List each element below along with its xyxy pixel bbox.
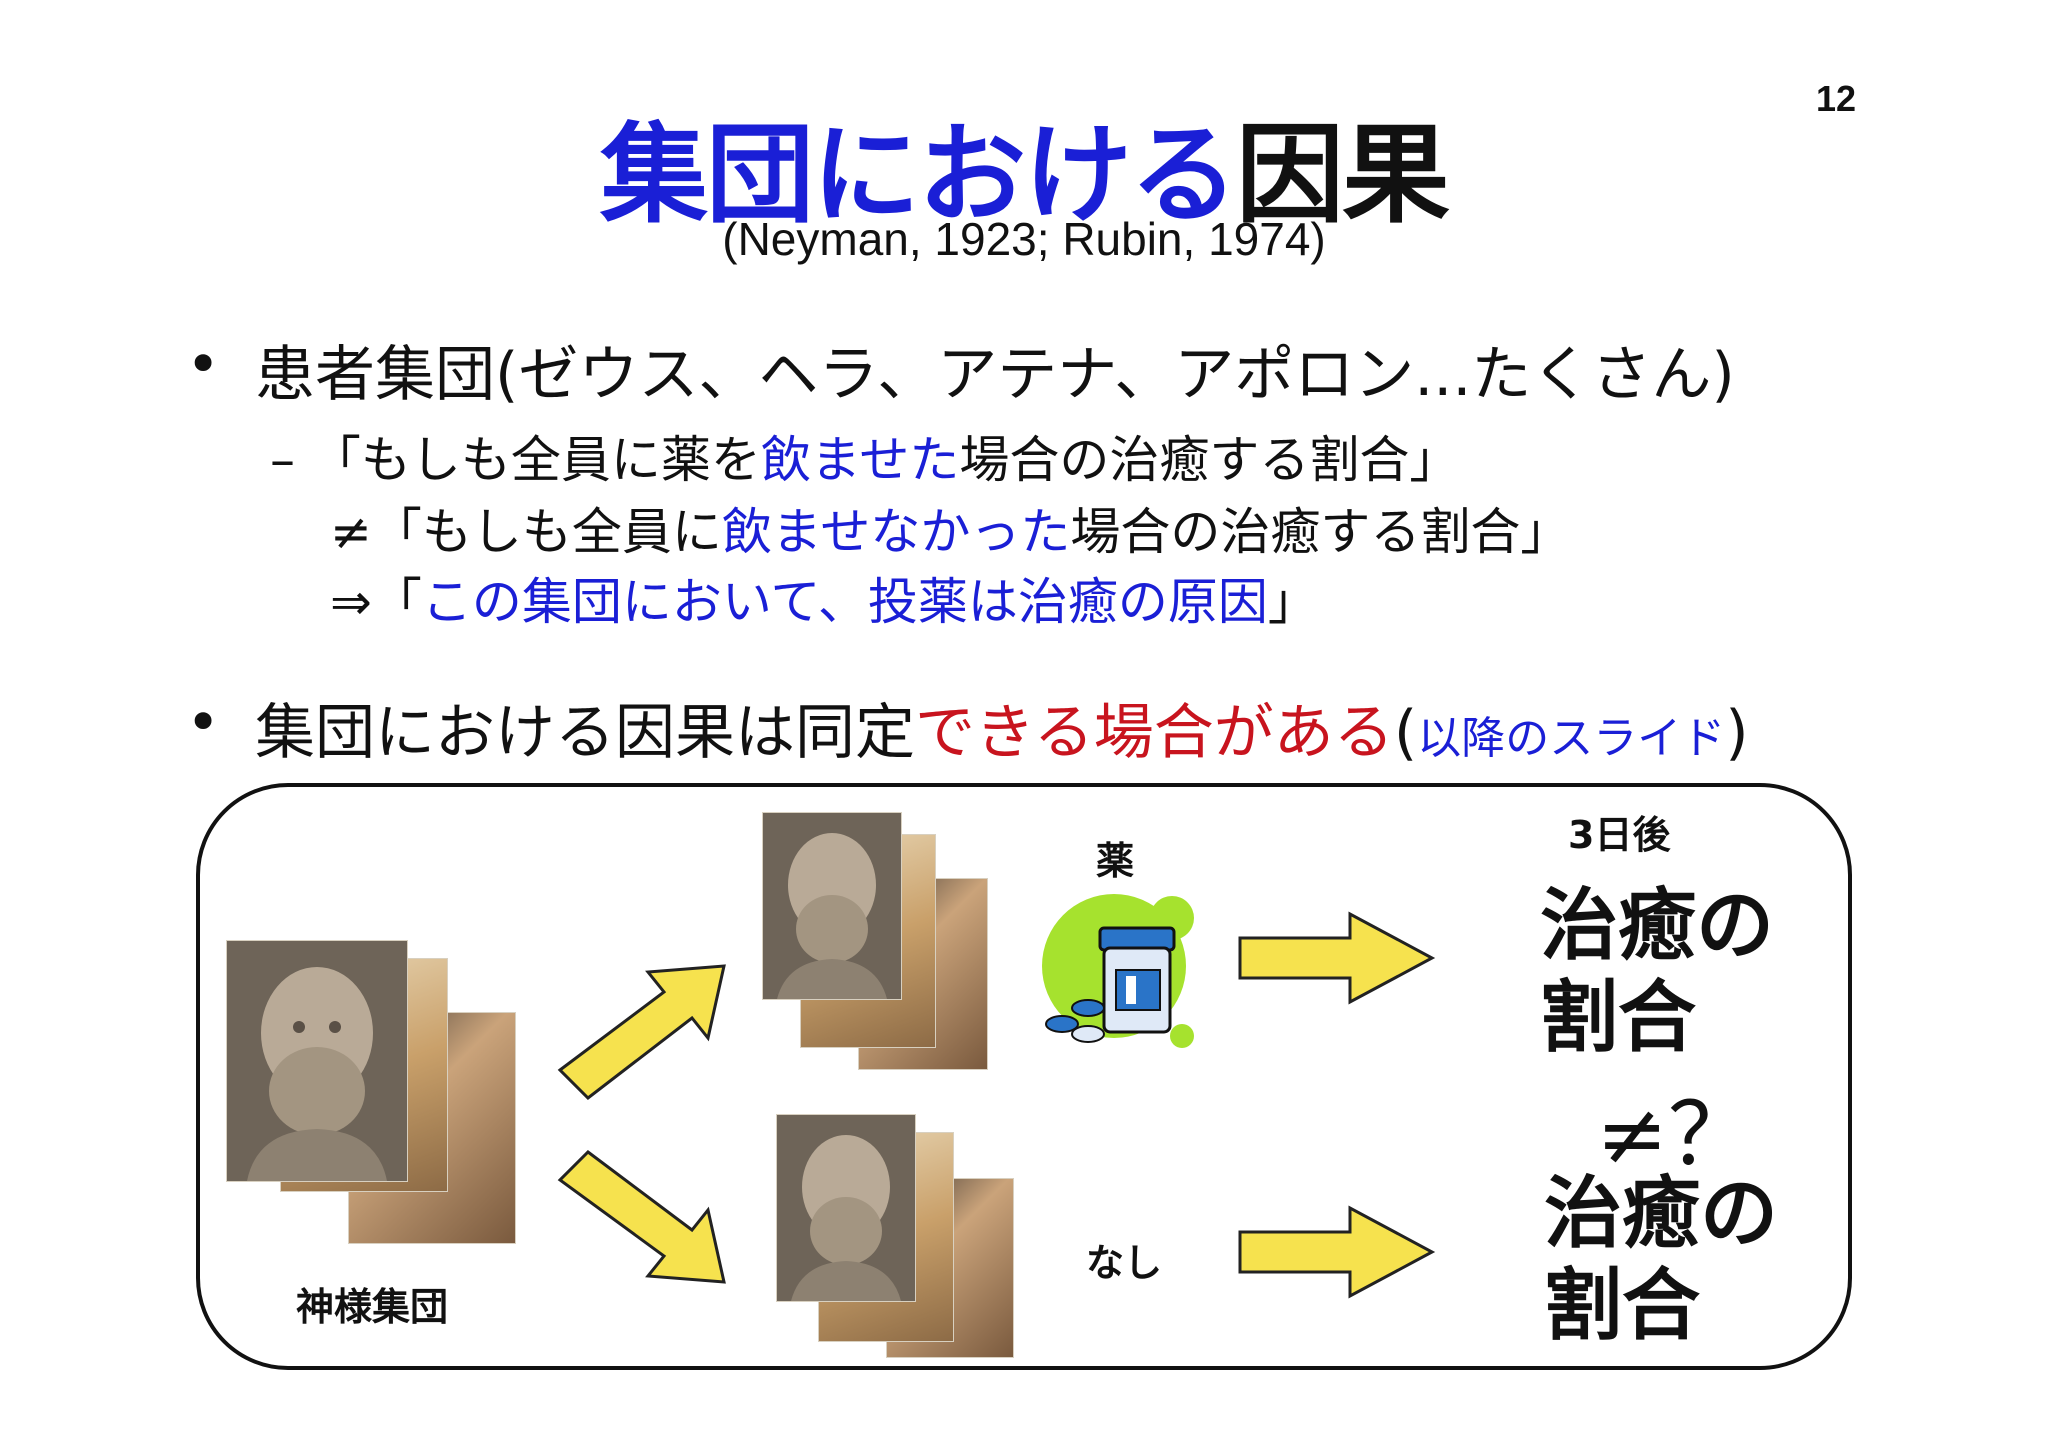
- sub-text: – 「もしも全員に薬を: [270, 431, 761, 489]
- sub-bullet-conclusion: ⇒「この集団において、投薬は治癒の原因」: [330, 562, 1318, 634]
- slide-title: 集団における因果: [0, 88, 2048, 244]
- medicine-bottle-icon: [1042, 894, 1194, 1048]
- outcome-line: 治癒の: [1540, 881, 1775, 971]
- sub-bullet-treated: – 「もしも全員に薬を飲ませた場合の治癒する割合」: [270, 420, 1459, 492]
- paren-close: ): [1725, 698, 1749, 768]
- outcome-untreated: 治癒の 割合: [1544, 1168, 1778, 1352]
- sub-text: ≠「もしも全員に: [330, 503, 722, 561]
- outcome-treated: 治癒の 割合: [1540, 880, 1774, 1064]
- bullet-marker: •: [186, 330, 221, 398]
- title-part-blue: 集団における: [599, 113, 1238, 238]
- sub-text: ⇒「: [330, 573, 422, 631]
- bullet-text-identification: 集団における因果は同定できる場合がある(以降のスライド): [255, 684, 1749, 771]
- zeus-statue-photo: [762, 812, 902, 1000]
- sub-text: 場合の治癒する割合」: [959, 431, 1460, 489]
- bullet2-red-text: できる場合がある: [915, 698, 1394, 768]
- page-number: 12: [1816, 78, 1857, 119]
- sub-highlight: この集団において、投薬は治癒の原因: [421, 573, 1268, 631]
- zeus-statue-photo: [226, 940, 408, 1182]
- arrow-right-icon: [1238, 1205, 1436, 1299]
- zeus-statue-photo: [776, 1114, 916, 1302]
- medicine-label: 薬: [1096, 839, 1135, 883]
- no-medicine-label: なし: [1086, 1241, 1163, 1285]
- group-label: 神様集団: [296, 1285, 449, 1329]
- outcome-line: 治癒の: [1544, 1169, 1779, 1259]
- arrow-right-icon: [1238, 911, 1436, 1005]
- diagram-panel: [196, 783, 1852, 1370]
- bullet2-text: 集団における因果は同定: [255, 698, 915, 768]
- sub-text: 場合の治癒する割合」: [1070, 503, 1571, 561]
- sub-highlight: 飲ませなかった: [721, 503, 1071, 561]
- sub-highlight: 飲ませた: [760, 431, 960, 489]
- bullet2-note: 以降のスライド: [1417, 713, 1726, 764]
- paren-open: (: [1393, 698, 1418, 768]
- zeus-bust-icon: [227, 941, 407, 1181]
- bullet-marker: •: [186, 688, 221, 756]
- title-part-black: 因果: [1236, 113, 1450, 238]
- arrow-down-right-icon: [557, 1150, 726, 1284]
- outcome-line: 割合: [1544, 1261, 1701, 1351]
- zeus-bust-icon: [763, 813, 901, 999]
- sub-bullet-untreated: ≠「もしも全員に飲ませなかった場合の治癒する割合」: [330, 492, 1570, 564]
- after-3-days-label: 3日後: [1568, 813, 1671, 857]
- arrow-up-right-icon: [557, 964, 726, 1100]
- bullet-text-population: 患者集団(ゼウス、ヘラ、アテナ、アポロン...たくさん): [255, 340, 1735, 410]
- outcome-line: 割合: [1540, 973, 1697, 1063]
- zeus-bust-icon: [777, 1115, 915, 1301]
- not-equal-question: ≠？: [1596, 1085, 1755, 1185]
- sub-text: 」: [1267, 573, 1318, 631]
- citation: (Neyman, 1923; Rubin, 1974): [722, 213, 1326, 265]
